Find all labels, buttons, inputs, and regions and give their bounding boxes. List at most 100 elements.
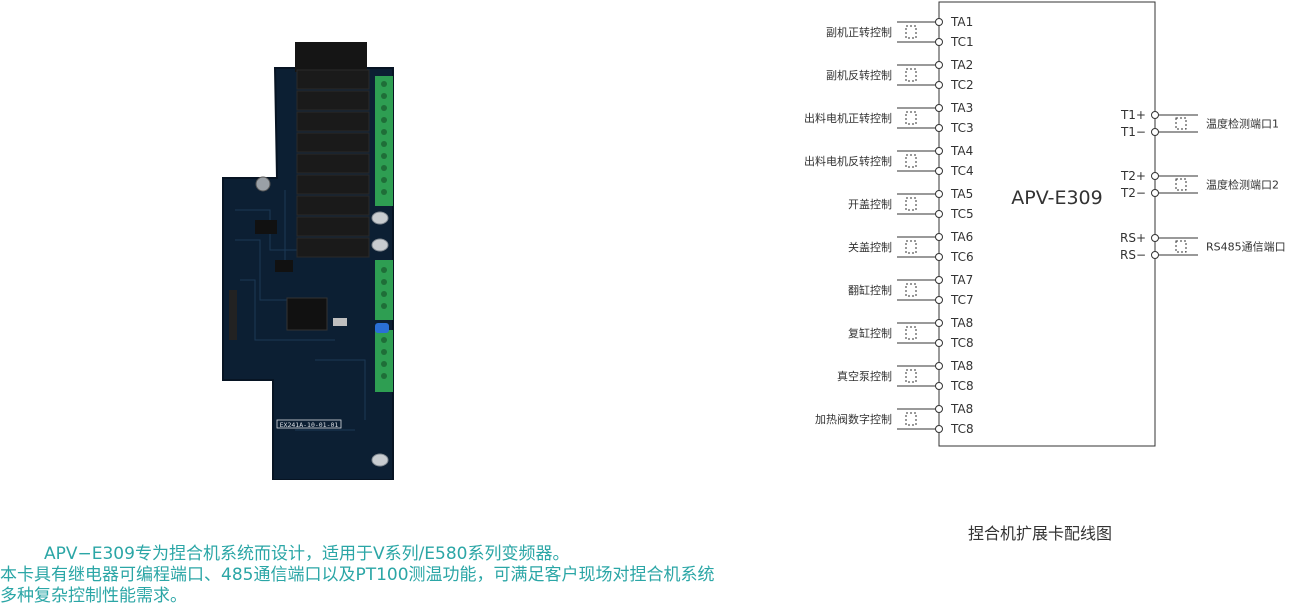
description-line-3: 多种复杂控制性能需求。 <box>0 586 187 606</box>
terminal-node <box>935 124 943 132</box>
terminal-node <box>935 190 943 198</box>
pin-header <box>229 290 237 340</box>
description-line-2: 本卡具有继电器可编程端口、485通信端口以及PT100测温功能，可满足客户现场对… <box>0 565 715 585</box>
shield-symbol <box>1175 178 1187 191</box>
right-terminal-pair: T2+ T2− 温度检测端口2 <box>1120 169 1279 200</box>
terminal-node <box>935 81 943 89</box>
terminal-node <box>935 233 943 241</box>
board-marking-box <box>276 419 342 429</box>
terminal-node <box>1151 128 1159 136</box>
terminal-label-top: TA8 <box>950 402 973 416</box>
relay-contact-symbol <box>905 240 917 254</box>
product-description: APV−E309专为捏合机系统而设计，适用于V系列/E580系列变频器。 本卡具… <box>0 544 860 607</box>
relay-contact-symbol <box>905 68 917 82</box>
control-function-label: 复缸控制 <box>848 326 892 340</box>
terminal-node <box>1151 189 1159 197</box>
terminal-node <box>1151 251 1159 259</box>
relay-contact-symbol <box>905 412 917 426</box>
terminal-label-bottom: TC8 <box>950 422 974 436</box>
capacitor <box>255 176 271 192</box>
device-box <box>938 1 1156 447</box>
terminal-label-bottom: TC1 <box>950 35 974 49</box>
device-label: APV-E309 <box>1011 187 1102 209</box>
relay-contact-symbol <box>905 326 917 340</box>
terminal-node <box>1151 172 1159 180</box>
terminal-label-top: TA3 <box>950 101 973 115</box>
terminal-label-bottom: TC4 <box>950 164 974 178</box>
relay-contact-symbol <box>905 283 917 297</box>
control-function-label: 出料电机反转控制 <box>804 154 892 168</box>
terminal-label-bottom: RS− <box>1120 248 1146 262</box>
port-function-label: 温度检测端口2 <box>1206 178 1279 192</box>
terminal-node <box>935 18 943 26</box>
terminal-block-2 <box>375 260 393 320</box>
terminal-label-top: T1+ <box>1120 108 1146 122</box>
terminal-label-bottom: TC8 <box>950 336 974 350</box>
right-terminal-group: T1+T1−温度检测端口1T2+T2−温度检测端口2RS+RS−RS485通信端… <box>1120 108 1286 262</box>
terminal-label-bottom: T1− <box>1120 125 1146 139</box>
relay-contact-symbol <box>905 197 917 211</box>
terminal-block-3 <box>375 330 393 392</box>
relay-contact-symbol <box>905 111 917 125</box>
terminal-node <box>935 104 943 112</box>
description-line-1: APV−E309专为捏合机系统而设计，适用于V系列/E580系列变频器。 <box>44 544 570 564</box>
terminal-node <box>935 319 943 327</box>
terminal-label-bottom: TC6 <box>950 250 974 264</box>
board-marking: EX241A-10-01-01 <box>280 421 339 429</box>
control-function-label: 开盖控制 <box>848 197 892 211</box>
control-function-label: 加热阀数字控制 <box>815 412 892 426</box>
terminal-node <box>935 38 943 46</box>
control-function-label: 关盖控制 <box>848 240 892 254</box>
terminal-node <box>935 362 943 370</box>
terminal-node <box>1151 111 1159 119</box>
control-function-label: 副机反转控制 <box>826 68 892 82</box>
control-function-label: 副机正转控制 <box>826 25 892 39</box>
terminal-node <box>935 382 943 390</box>
terminal-node <box>935 253 943 261</box>
relay-stack <box>296 69 370 258</box>
terminal-label-top: T2+ <box>1120 169 1146 183</box>
diagram-caption: 捏合机扩展卡配线图 <box>967 524 1112 543</box>
port-function-label: RS485通信端口 <box>1206 241 1286 254</box>
relay-contact-symbol <box>905 25 917 39</box>
right-terminal-pair: T1+T1−温度检测端口1 <box>1120 108 1279 139</box>
terminal-label-bottom: TC8 <box>950 379 974 393</box>
terminal-node <box>935 405 943 413</box>
shield-symbol <box>1175 240 1187 253</box>
top-connector <box>295 42 367 72</box>
terminal-label-bottom: T2− <box>1120 186 1146 200</box>
relay-contact-symbol <box>905 154 917 168</box>
small-ic <box>255 220 277 234</box>
terminal-node <box>935 61 943 69</box>
terminal-node <box>935 339 943 347</box>
terminal-label-top: TA2 <box>950 58 973 72</box>
control-function-label: 出料电机正转控制 <box>804 111 892 125</box>
terminal-node <box>935 425 943 433</box>
terminal-node <box>935 147 943 155</box>
terminal-label-top: TA6 <box>950 230 973 244</box>
pcb-traces <box>235 190 366 431</box>
terminal-node <box>935 167 943 175</box>
small-ic-2 <box>275 260 293 272</box>
terminal-label-top: TA5 <box>950 187 973 201</box>
expansion-card-photo: EX241A-10-01-01 <box>222 42 394 480</box>
terminal-label-top: TA4 <box>950 144 973 158</box>
terminal-label-top: TA8 <box>950 359 973 373</box>
terminal-node <box>935 296 943 304</box>
left-terminal-group: TA1TC1副机正转控制TA2TC2副机反转控制TA3TC3出料电机正转控制TA… <box>804 15 974 436</box>
terminal-block-1 <box>375 76 393 206</box>
terminal-label-top: TA7 <box>950 273 973 287</box>
terminal-label-bottom: TC5 <box>950 207 974 221</box>
terminal-label-bottom: TC3 <box>950 121 974 135</box>
